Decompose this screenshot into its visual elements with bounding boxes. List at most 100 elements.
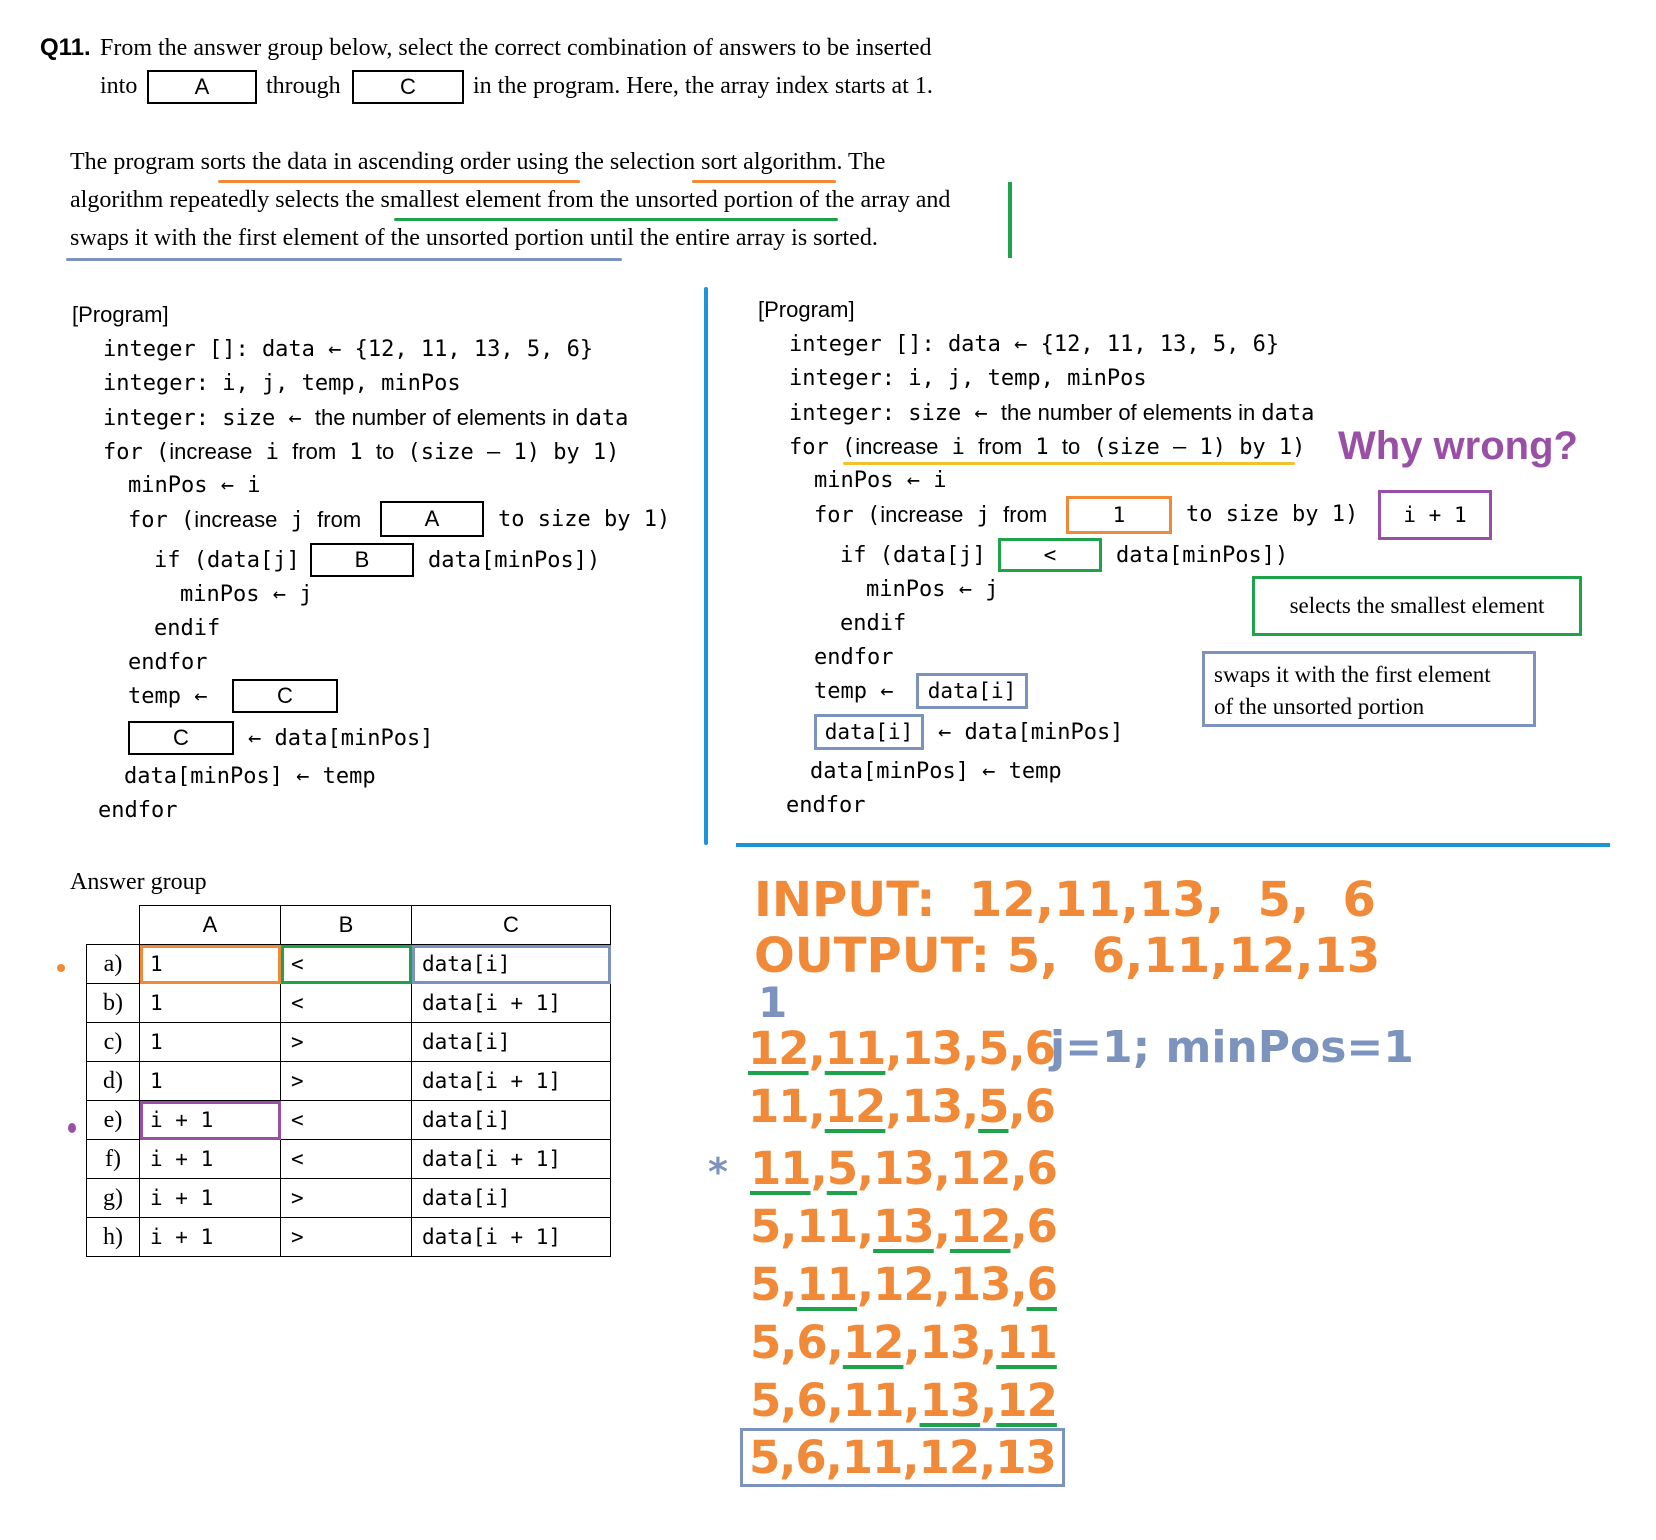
left-line6-tail: to size by 1): [498, 507, 671, 532]
left-line5: minPos ← i: [128, 473, 261, 498]
underline-outer-loop: [843, 462, 1295, 465]
trace-input: INPUT: 12,11,13, 5, 6: [754, 872, 1376, 928]
cell-b: >: [280, 1061, 412, 1101]
row-label: b): [86, 983, 140, 1023]
cell-c: data[i + 1]: [411, 1217, 611, 1257]
header-c: C: [411, 905, 611, 945]
cell-b: >: [280, 1178, 412, 1218]
right-line4: for (increase i from 1 to (size – 1) by …: [789, 434, 1306, 460]
question-box-c: C: [352, 70, 464, 104]
left-program-title: [Program]: [72, 302, 169, 327]
right-line6-tail: to size by 1): [1186, 502, 1359, 527]
left-line3: integer: size ← the number of elements i…: [103, 405, 629, 431]
cell-c: data[i]: [411, 1178, 611, 1218]
why-wrong-label: Why wrong?: [1338, 424, 1578, 468]
underline-smallest: [394, 218, 838, 221]
trace-step-7: 5,6,11,13,12: [750, 1374, 1058, 1427]
trace-star: *: [708, 1150, 728, 1194]
row-label: a): [86, 944, 140, 984]
right-fill-b: <: [998, 538, 1102, 572]
cell-c: data[i + 1]: [411, 983, 611, 1023]
left-blank-a: A: [380, 501, 484, 537]
header-a: A: [139, 905, 281, 945]
right-line3: integer: size ← the number of elements i…: [789, 400, 1315, 426]
note-selects-smallest: selects the smallest element: [1252, 576, 1582, 636]
green-margin-bar: [1008, 182, 1012, 258]
description-line2: algorithm repeatedly selects the smalles…: [70, 187, 951, 213]
right-line5: minPos ← i: [814, 468, 947, 493]
question-number: Q11.: [40, 34, 91, 61]
trace-step-5: 5,11,12,13,6: [750, 1258, 1058, 1311]
left-blank-c2: C: [128, 721, 234, 755]
cell-a: i + 1: [139, 1139, 281, 1179]
trace-step-6: 5,6,12,13,11: [750, 1316, 1058, 1369]
right-line7a: if (data[j]: [840, 543, 986, 568]
description-line1: The program sorts the data in ascending …: [70, 149, 886, 175]
right-fill-c1: data[i]: [916, 673, 1028, 709]
cell-c: data[i + 1]: [411, 1061, 611, 1101]
row-label: g): [86, 1178, 140, 1218]
table-row: h) i + 1 > data[i + 1]: [86, 1217, 611, 1257]
question-into: into: [100, 73, 138, 99]
question-through: through: [266, 73, 341, 99]
trace-note: j=1; minPos=1: [1050, 1022, 1414, 1073]
row-label: e): [86, 1100, 140, 1140]
right-line9: endif: [840, 611, 907, 636]
dot-marker-orange: [57, 964, 65, 972]
left-blank-c1: C: [232, 679, 338, 713]
row-label: d): [86, 1061, 140, 1101]
right-line12: ← data[minPos]: [938, 720, 1124, 745]
left-line13: data[minPos] ← temp: [124, 764, 376, 789]
table-row: f) i + 1 < data[i + 1]: [86, 1139, 611, 1179]
left-line2: integer: i, j, temp, minPos: [103, 371, 461, 396]
trace-step-1: 12,11,13,5,6: [748, 1022, 1056, 1075]
trace-pass: 1: [758, 978, 788, 1027]
right-fill-c2: data[i]: [814, 714, 924, 750]
row-label: f): [86, 1139, 140, 1179]
underline-swaps: [66, 258, 622, 261]
trace-step-2: 11,12,13,5,6: [748, 1080, 1056, 1133]
left-line1: integer []: data ← {12, 11, 13, 5, 6}: [103, 337, 594, 362]
vertical-divider: [704, 287, 708, 845]
cell-a: 1: [139, 1022, 281, 1062]
description-line3: swaps it with the first element of the u…: [70, 225, 878, 251]
table-row: g) i + 1 > data[i]: [86, 1178, 611, 1218]
cell-a: i + 1: [139, 1178, 281, 1218]
right-line13: data[minPos] ← temp: [810, 759, 1062, 784]
cell-b: <: [280, 1100, 412, 1140]
cell-a: 1: [139, 1061, 281, 1101]
cell-b: <: [280, 983, 412, 1023]
table-row: d) 1 > data[i + 1]: [86, 1061, 611, 1101]
cell-b: >: [280, 1217, 412, 1257]
left-line7a: if (data[j]: [154, 548, 300, 573]
left-line11: temp ←: [128, 684, 208, 709]
answer-table: A B C a) 1 < data[i] b) 1 < data[i + 1] …: [86, 905, 611, 1257]
right-suggest-box: i + 1: [1378, 490, 1492, 540]
cell-a: i + 1: [139, 1217, 281, 1257]
right-line14: endfor: [786, 793, 866, 818]
table-row: a) 1 < data[i]: [86, 944, 611, 984]
cell-b: >: [280, 1022, 412, 1062]
cell-c: data[i]: [411, 944, 611, 984]
dot-marker-purple: [68, 1123, 76, 1133]
right-line2: integer: i, j, temp, minPos: [789, 366, 1147, 391]
left-line4: for (increase i from 1 to (size – 1) by …: [103, 439, 620, 465]
left-line12: ← data[minPos]: [248, 726, 434, 751]
question-tail: in the program. Here, the array index st…: [473, 73, 933, 99]
left-line14: endfor: [98, 798, 178, 823]
cell-a: 1: [139, 944, 281, 984]
table-header-row: A B C: [86, 905, 611, 945]
cell-c: data[i]: [411, 1022, 611, 1062]
right-line8: minPos ← j: [866, 577, 999, 602]
right-line1: integer []: data ← {12, 11, 13, 5, 6}: [789, 332, 1280, 357]
right-line10: endfor: [814, 645, 894, 670]
trace-step-4: 5,11,13,12,6: [750, 1200, 1058, 1253]
left-line8: minPos ← j: [180, 582, 313, 607]
cell-c: data[i + 1]: [411, 1139, 611, 1179]
header-b: B: [280, 905, 412, 945]
row-label: h): [86, 1217, 140, 1257]
right-line11: temp ←: [814, 679, 894, 704]
cell-b: <: [280, 1139, 412, 1179]
